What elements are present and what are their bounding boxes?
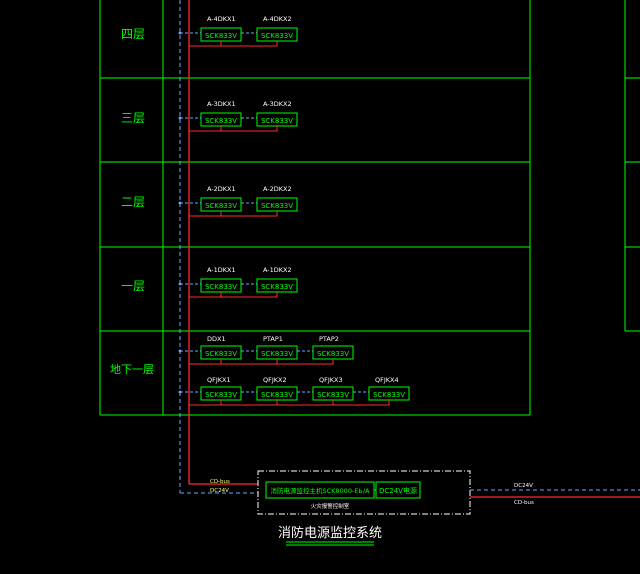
module-tag: A-3DKX1 <box>207 100 236 108</box>
module-model: SCK833V <box>317 391 349 399</box>
feed-cd-bus <box>189 359 334 365</box>
right-bus-label-top: DC24V <box>514 483 533 489</box>
module-model: SCK833V <box>261 32 293 40</box>
junction-dot <box>178 390 182 394</box>
floor-label: 三层 <box>121 111 145 125</box>
junction-dot <box>178 201 182 205</box>
module-tag: QFJKX3 <box>319 376 343 384</box>
module-model: SCK833V <box>205 32 237 40</box>
feed-cd-bus <box>189 41 278 47</box>
module-tag: DDX1 <box>207 335 226 343</box>
module-tag: A-4DKX1 <box>207 15 236 23</box>
module-model: SCK833V <box>317 350 349 358</box>
module-tag: PTAP1 <box>263 335 283 343</box>
module-model: SCK833V <box>261 391 293 399</box>
module-model: SCK833V <box>205 283 237 291</box>
junction-dot <box>178 116 182 120</box>
module-tag: QFJKX2 <box>263 376 287 384</box>
module-tag: A-4DKX2 <box>263 15 292 23</box>
module-model: SCK833V <box>261 202 293 210</box>
module-tag: QFJKX1 <box>207 376 231 384</box>
controller-enclosure <box>257 470 471 515</box>
feed-cd-bus <box>189 126 278 132</box>
junction-dot <box>178 282 182 286</box>
module-tag: A-2DKX2 <box>263 185 292 193</box>
controller-footer-label: 火灾报警控制室 <box>311 502 350 510</box>
feed-cd-bus <box>189 292 278 298</box>
module-model: SCK833V <box>261 117 293 125</box>
right-bus-label-bottom: CD-bus <box>514 500 534 506</box>
module-tag: A-1DKX2 <box>263 266 292 274</box>
left-bus-label-top: CD-bus <box>210 479 230 485</box>
floor-label: 四层 <box>121 27 145 41</box>
feed-cd-bus <box>189 211 278 217</box>
module-model: SCK833V <box>373 391 405 399</box>
floor-label: 一层 <box>121 279 145 293</box>
module-model: SCK833V <box>205 117 237 125</box>
module-model: SCK833V <box>261 283 293 291</box>
feed-cd-bus <box>189 400 390 406</box>
controller-main-label: 消防电源监控主机SCK8000-ЕЬ/А <box>270 486 370 495</box>
junction-dot <box>178 349 182 353</box>
junction-dot <box>178 31 182 35</box>
module-tag: A-1DKX1 <box>207 266 236 274</box>
module-model: SCK833V <box>205 350 237 358</box>
module-model: SCK833V <box>205 202 237 210</box>
floor-label: 二层 <box>121 195 145 209</box>
diagram-title: 消防电源监控系统 <box>278 525 382 541</box>
floor-label: 地下一层 <box>110 363 154 376</box>
controller-power-label: DC24V电源 <box>379 486 417 495</box>
module-tag: QFJKX4 <box>375 376 399 384</box>
module-tag: A-2DKX1 <box>207 185 236 193</box>
module-model: SCK833V <box>205 391 237 399</box>
module-model: SCK833V <box>261 350 293 358</box>
module-tag: PTAP2 <box>319 335 339 343</box>
left-bus-label-bottom: DC24V <box>210 488 229 494</box>
module-tag: A-3DKX2 <box>263 100 292 108</box>
